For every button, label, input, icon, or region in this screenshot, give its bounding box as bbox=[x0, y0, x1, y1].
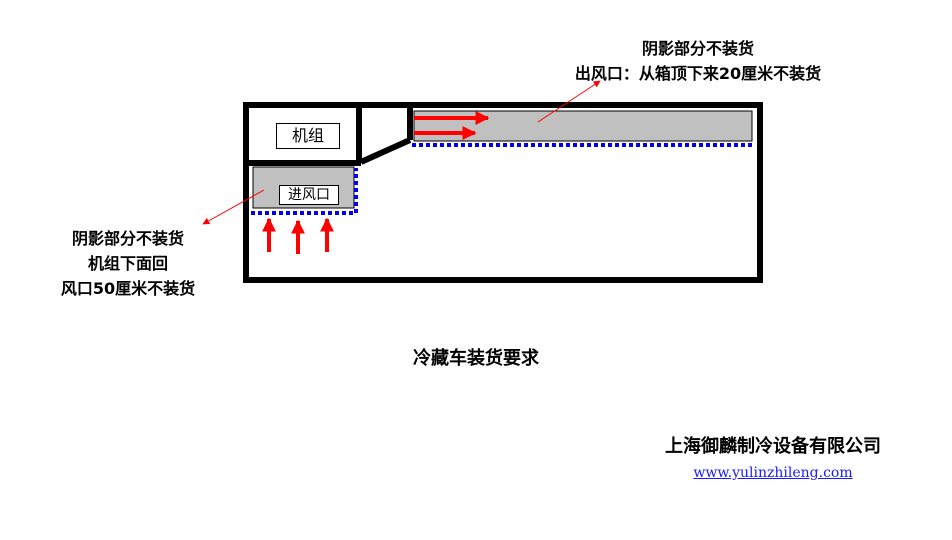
left-annotation-leader-arrow bbox=[202, 189, 265, 225]
top-annotation-line: 阴影部分不装货 bbox=[641, 39, 754, 58]
left-annotation-line: 阴影部分不装货 bbox=[71, 229, 184, 248]
inlet-dotted-boundary bbox=[251, 168, 358, 215]
left-annotation-line: 风口50厘米不装货 bbox=[60, 279, 196, 298]
left-annotation-line: 机组下面回 bbox=[87, 254, 168, 273]
diagram-title: 冷藏车装货要求 bbox=[413, 348, 539, 369]
air-inlet-label: 进风口 bbox=[279, 185, 339, 205]
top-annotation: 阴影部分不装货 出风口：从箱顶下来20厘米不装货 bbox=[548, 36, 848, 86]
top-shaded-zone bbox=[413, 110, 753, 142]
top-annotation-line: 出风口：从箱顶下来20厘米不装货 bbox=[574, 64, 822, 83]
left-annotation: 阴影部分不装货 机组下面回 风口50厘米不装货 bbox=[40, 226, 216, 301]
company-name: 上海御麟制冷设备有限公司 bbox=[665, 436, 881, 457]
duct-wall-slant bbox=[359, 137, 412, 165]
cargo-box-outline bbox=[243, 102, 763, 283]
refrigeration-unit-label: 机组 bbox=[276, 123, 340, 149]
top-annotation-leader-arrow bbox=[537, 80, 601, 123]
company-url-link[interactable]: www.yulinzhileng.com bbox=[693, 465, 853, 481]
